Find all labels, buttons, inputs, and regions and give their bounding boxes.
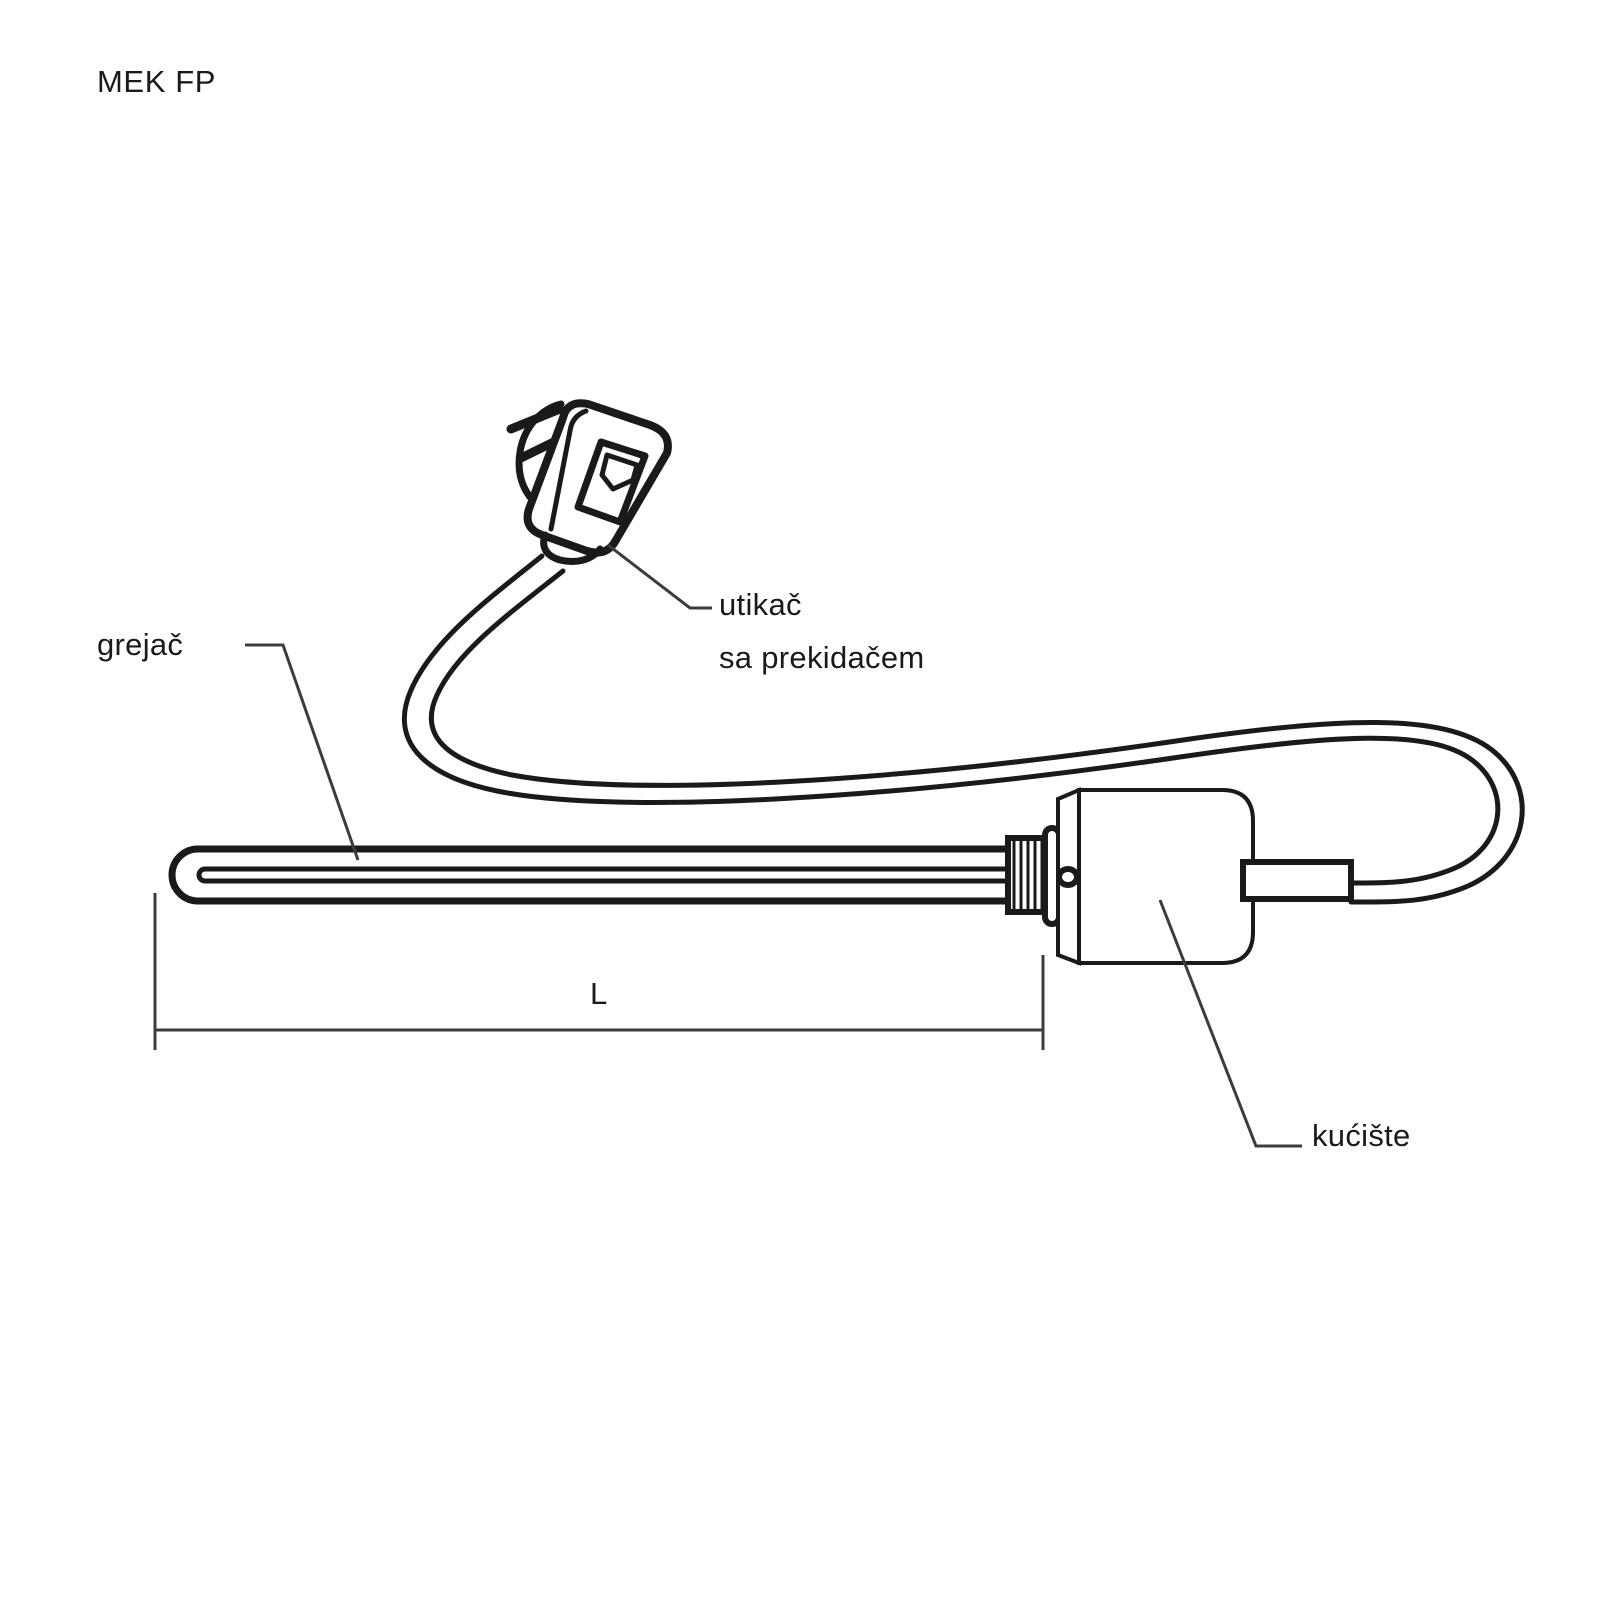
dimension-length-l xyxy=(153,893,1045,1050)
label-plug-line2: sa prekidačem xyxy=(719,640,925,675)
leader-grejac xyxy=(245,643,360,861)
plug-with-switch xyxy=(506,399,672,566)
leader-kuciste xyxy=(1158,899,1302,1148)
label-housing: kućište xyxy=(1312,1118,1411,1153)
power-cord xyxy=(401,553,1525,905)
dimension-label-l: L xyxy=(590,976,608,1011)
page-title: MEK FP xyxy=(97,64,217,99)
threaded-nipple xyxy=(1005,825,1062,927)
label-heater: grejač xyxy=(97,627,184,662)
cord-inner-edge xyxy=(428,568,1525,905)
gland-body xyxy=(1240,859,1354,902)
rocker-switch-icon xyxy=(599,452,640,492)
indicator-hole-icon xyxy=(1056,866,1080,888)
housing-body xyxy=(1077,788,1255,965)
heater-inner-profile-upper xyxy=(196,866,1010,884)
cord-outer-edge xyxy=(401,553,1501,886)
heater-element xyxy=(168,845,1010,905)
housing xyxy=(1056,786,1255,966)
plug-body-edge-line xyxy=(548,408,589,532)
strain-relief-bushing xyxy=(1240,859,1354,902)
heater-outer-profile xyxy=(168,845,1010,905)
label-plug-line1: utikač xyxy=(719,587,802,622)
leader-lines xyxy=(245,543,1302,1148)
leader-utikac xyxy=(607,543,712,610)
plug-cord-neck xyxy=(540,531,604,566)
